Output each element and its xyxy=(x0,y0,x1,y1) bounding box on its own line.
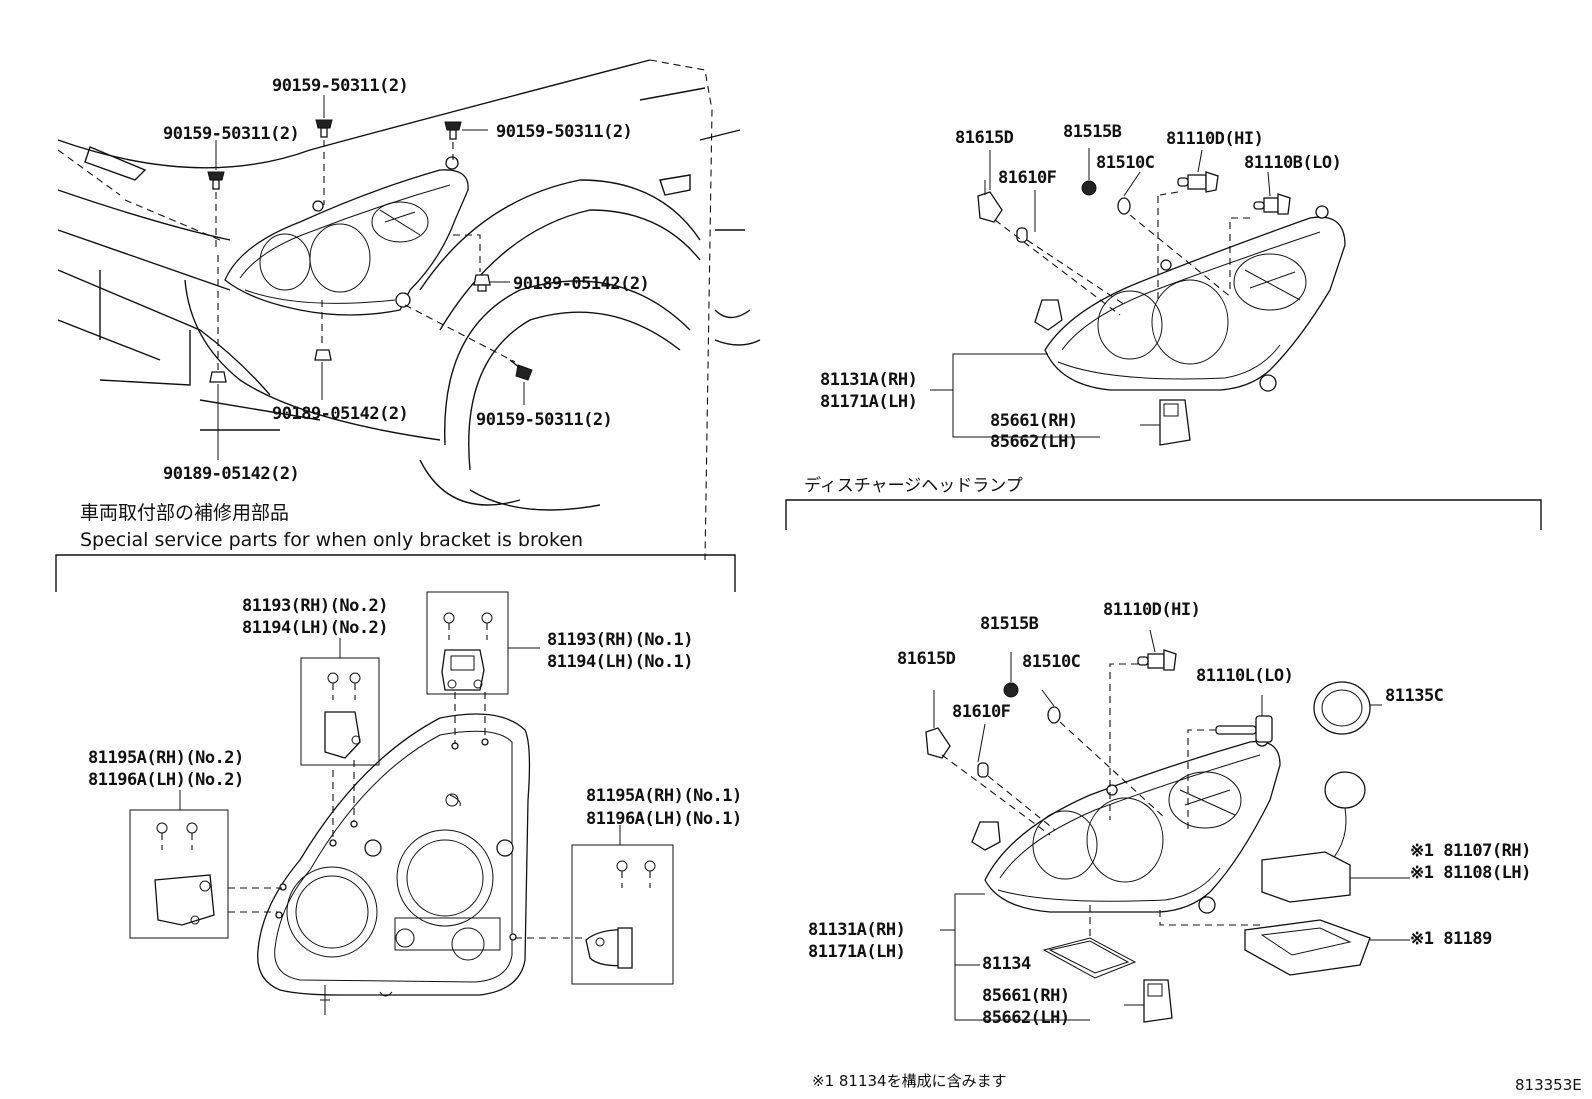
bolt-top-icon xyxy=(315,119,333,138)
label-discharge-socket: 81615D xyxy=(897,649,956,669)
halogen-headlamp-illustration xyxy=(930,148,1346,446)
label-bolt-top: 90159-50311(2) xyxy=(272,76,409,96)
label-bolt-right: 90159-50311(2) xyxy=(496,122,633,142)
discharge-small-bulb-icon xyxy=(1047,706,1061,724)
ballast-cover-icon xyxy=(1244,919,1410,976)
label-no2-lower-b: 81196A(LH)(No.2) xyxy=(88,770,244,790)
halogen-hi-bulb-icon xyxy=(1177,171,1219,193)
label-discharge-small-bulb: 81510C xyxy=(1022,652,1081,672)
label-discharge-bulb-lo: 81110L(LO) xyxy=(1196,666,1294,686)
label-nut-right: 90189-05142(2) xyxy=(513,274,650,294)
discharge-socket-icon xyxy=(925,690,951,759)
label-halogen-unit-rh: 81131A(RH) xyxy=(820,370,918,390)
halogen-lo-bulb-icon xyxy=(1253,193,1291,215)
halogen-socket-icon xyxy=(977,180,1003,223)
discharge-headlamp-illustration xyxy=(925,629,1410,1023)
discharge-igniter-icon xyxy=(1324,771,1366,863)
label-no2-upper-a: 81193(RH)(No.2) xyxy=(242,596,389,616)
label-discharge-wedge-bulb: 81610F xyxy=(952,702,1011,722)
footnote: ※1 81134を構成に含みます xyxy=(812,1072,1007,1090)
discharge-cap-icon xyxy=(1313,681,1382,735)
discharge-bulb-socket-icon xyxy=(1003,652,1019,698)
ballast-icon xyxy=(1261,851,1410,903)
halogen-small-bulb-icon xyxy=(1117,197,1131,215)
halogen-bulb-socket-icon xyxy=(1081,148,1097,196)
nut-center-icon xyxy=(314,349,332,361)
label-halogen-bulb-hi: 81110D(HI) xyxy=(1166,129,1264,149)
diagram-code: 813353E xyxy=(1515,1076,1582,1094)
discharge-leveling-motor-icon xyxy=(1124,979,1173,1023)
bolt-wheel-icon xyxy=(509,359,533,381)
label-ballast-rh: ※1 81107(RH) xyxy=(1410,841,1531,861)
vehicle-front-illustration xyxy=(57,59,761,561)
bracket-no2-lower-icon xyxy=(154,822,215,926)
label-discharge-motor-lh: 85662(LH) xyxy=(982,1008,1070,1028)
label-halogen-small-bulb: 81510C xyxy=(1096,153,1155,173)
bracket-no1-upper-icon xyxy=(441,612,493,691)
bracket-no2-upper-icon xyxy=(324,672,361,759)
label-halogen-wedge-bulb: 81610F xyxy=(998,168,1057,188)
halogen-leveling-motor-icon xyxy=(1140,399,1191,446)
label-halogen-motor-rh: 85661(RH) xyxy=(990,411,1078,431)
label-no1-lower-a: 81195A(RH)(No.1) xyxy=(586,786,742,806)
bracket-section-title-jp: 車両取付部の補修用部品 xyxy=(80,502,290,524)
label-discharge-motor-rh: 85661(RH) xyxy=(982,986,1070,1006)
label-no1-upper-b: 81194(LH)(No.1) xyxy=(547,652,694,672)
label-discharge-bulb-hi: 81110D(HI) xyxy=(1103,600,1201,620)
label-no2-upper-b: 81194(LH)(No.2) xyxy=(242,618,389,638)
label-no2-lower-a: 81195A(RH)(No.2) xyxy=(88,748,244,768)
discharge-section-title-jp: ディスチャージヘッドランプ xyxy=(804,476,1023,496)
label-bolt-left: 90159-50311(2) xyxy=(163,124,300,144)
label-halogen-motor-lh: 85662(LH) xyxy=(990,432,1078,452)
bracket-section-title-en: Special service parts for when only brac… xyxy=(80,529,584,551)
label-ballast-cover: ※1 81189 xyxy=(1410,929,1492,949)
label-no1-lower-b: 81196A(LH)(No.1) xyxy=(586,809,742,829)
label-gasket: 81134 xyxy=(982,954,1031,974)
gasket-icon xyxy=(1042,937,1137,979)
bolt-right-icon xyxy=(444,121,462,140)
label-no1-upper-a: 81193(RH)(No.1) xyxy=(547,630,694,650)
bracket-no1-lower-icon xyxy=(585,860,656,969)
nut-right-icon xyxy=(473,274,491,292)
label-discharge-unit-lh: 81171A(LH) xyxy=(808,942,906,962)
halogen-wedge-bulb-icon xyxy=(1016,227,1028,243)
discharge-wedge-bulb-icon xyxy=(977,762,989,778)
label-discharge-cap: 81135C xyxy=(1385,686,1444,706)
label-nut-bottom: 90189-05142(2) xyxy=(163,464,300,484)
label-halogen-bulb-lo: 81110B(LO) xyxy=(1244,153,1342,173)
discharge-hi-bulb-icon xyxy=(1137,629,1177,671)
discharge-lo-bulb-icon xyxy=(1215,695,1273,743)
label-bolt-wheel: 90159-50311(2) xyxy=(476,410,613,430)
label-ballast-lh: ※1 81108(LH) xyxy=(1410,863,1531,883)
label-halogen-unit-lh: 81171A(LH) xyxy=(820,392,918,412)
bracket-section-illustration xyxy=(55,554,736,1015)
label-nut-center: 90189-05142(2) xyxy=(272,404,409,424)
label-discharge-unit-rh: 81131A(RH) xyxy=(808,920,906,940)
bolt-left-icon xyxy=(207,171,225,190)
label-halogen-bulb-socket: 81515B xyxy=(1063,122,1122,142)
label-discharge-bulb-socket: 81515B xyxy=(980,614,1039,634)
nut-bottom-icon xyxy=(209,371,227,383)
label-halogen-socket: 81615D xyxy=(955,128,1014,148)
discharge-section-bracket xyxy=(785,499,1542,530)
